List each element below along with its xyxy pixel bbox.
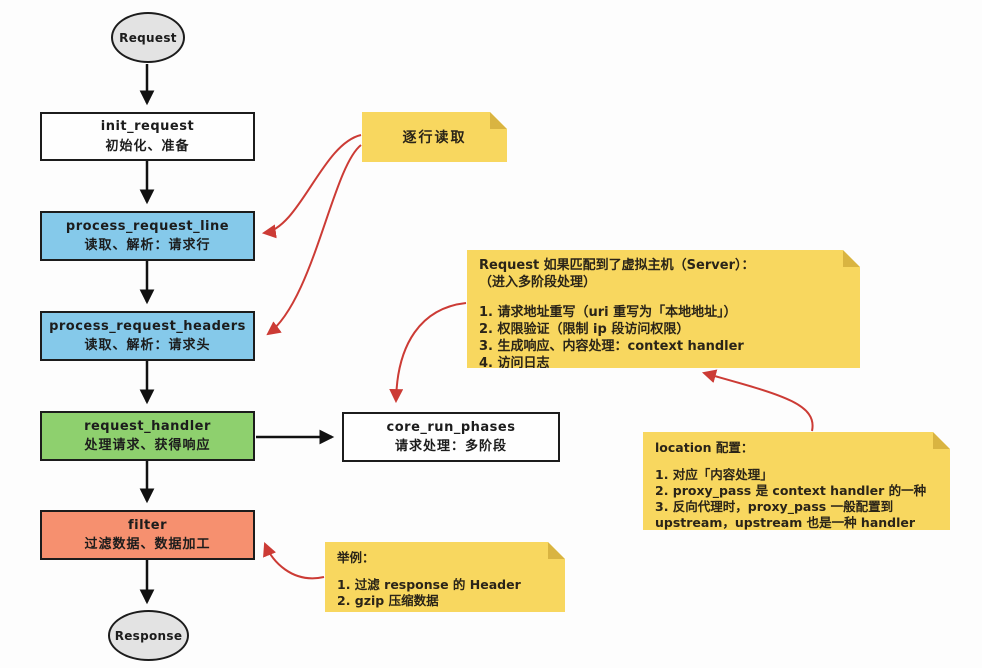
red-arrow-readline-to-request-line [261, 134, 362, 239]
red-arrow-vhost-to-phases [389, 302, 467, 404]
note-fold-icon [933, 432, 950, 449]
node-core-run-phases-title: core_run_phases [386, 419, 516, 435]
red-arrow-example-to-filter [263, 542, 325, 580]
node-process-request-line-subtitle: 读取、解析：请求行 [84, 238, 211, 253]
note-read-by-line-text: 逐行读取 [402, 130, 467, 146]
note-location-item: 2. proxy_pass 是 context handler 的一种 [655, 483, 927, 498]
spacer [337, 566, 553, 577]
node-init-request-subtitle: 初始化、准备 [105, 138, 190, 154]
node-filter-title: filter [127, 517, 167, 533]
node-process-request-headers: process_request_headers 读取、解析：请求头 [40, 311, 255, 361]
node-core-run-phases: core_run_phases 请求处理：多阶段 [342, 412, 560, 462]
node-request-handler: request_handler 处理请求、获得响应 [40, 411, 255, 461]
note-fold-icon [490, 112, 507, 129]
node-response-label: Response [114, 628, 183, 643]
red-arrow-readline-to-request-headers [266, 144, 362, 336]
note-vhost-line2: （进入多阶段处理） [479, 275, 597, 290]
note-example-item: 2. gzip 压缩数据 [337, 593, 439, 608]
note-location-item: 3. 反向代理时，proxy_pass 一般配置到 upstream，upstr… [655, 499, 916, 530]
note-example-title: 举例： [337, 550, 375, 565]
red-arrow-location-to-vhost [701, 369, 814, 432]
spacer [479, 291, 848, 304]
note-filter-example: 举例： 1. 过滤 response 的 Header 2. gzip 压缩数据 [325, 542, 565, 612]
node-process-request-line: process_request_line 读取、解析：请求行 [40, 211, 255, 261]
note-vhost-phases: Request 如果匹配到了虚拟主机（Server）： （进入多阶段处理） 1.… [467, 250, 860, 368]
note-vhost-item: 3. 生成响应、内容处理：context handler [479, 339, 744, 354]
node-process-request-headers-subtitle: 读取、解析：请求头 [84, 338, 211, 353]
node-filter: filter 过滤数据、数据加工 [40, 510, 255, 560]
node-init-request: init_request 初始化、准备 [40, 112, 255, 161]
note-vhost-item: 4. 访问日志 [479, 356, 550, 371]
note-vhost-item: 2. 权限验证（限制 ip 段访问权限） [479, 322, 690, 337]
node-process-request-headers-title: process_request_headers [49, 318, 246, 334]
note-fold-icon [548, 542, 565, 559]
node-init-request-title: init_request [100, 119, 195, 134]
note-vhost-line1: Request 如果匹配到了虚拟主机（Server）： [479, 258, 755, 273]
note-location-title: location 配置： [655, 440, 754, 455]
node-request-label: Request [119, 30, 177, 45]
note-example-item: 1. 过滤 response 的 Header [337, 577, 521, 592]
note-read-by-line: 逐行读取 [362, 112, 507, 162]
node-request-handler-subtitle: 处理请求、获得响应 [84, 438, 211, 453]
note-vhost-item: 1. 请求地址重写（uri 重写为「本地地址」） [479, 305, 737, 320]
node-process-request-line-title: process_request_line [65, 218, 230, 234]
note-location-item: 1. 对应「内容处理」 [655, 467, 773, 482]
node-request-terminal: Request [111, 12, 185, 63]
spacer [655, 456, 938, 467]
note-fold-icon [843, 250, 860, 267]
node-request-handler-title: request_handler [84, 418, 211, 434]
node-core-run-phases-subtitle: 请求处理：多阶段 [394, 439, 507, 454]
node-filter-subtitle: 过滤数据、数据加工 [84, 537, 211, 552]
node-response-terminal: Response [108, 610, 189, 661]
note-location-config: location 配置： 1. 对应「内容处理」 2. proxy_pass 是… [643, 432, 950, 530]
